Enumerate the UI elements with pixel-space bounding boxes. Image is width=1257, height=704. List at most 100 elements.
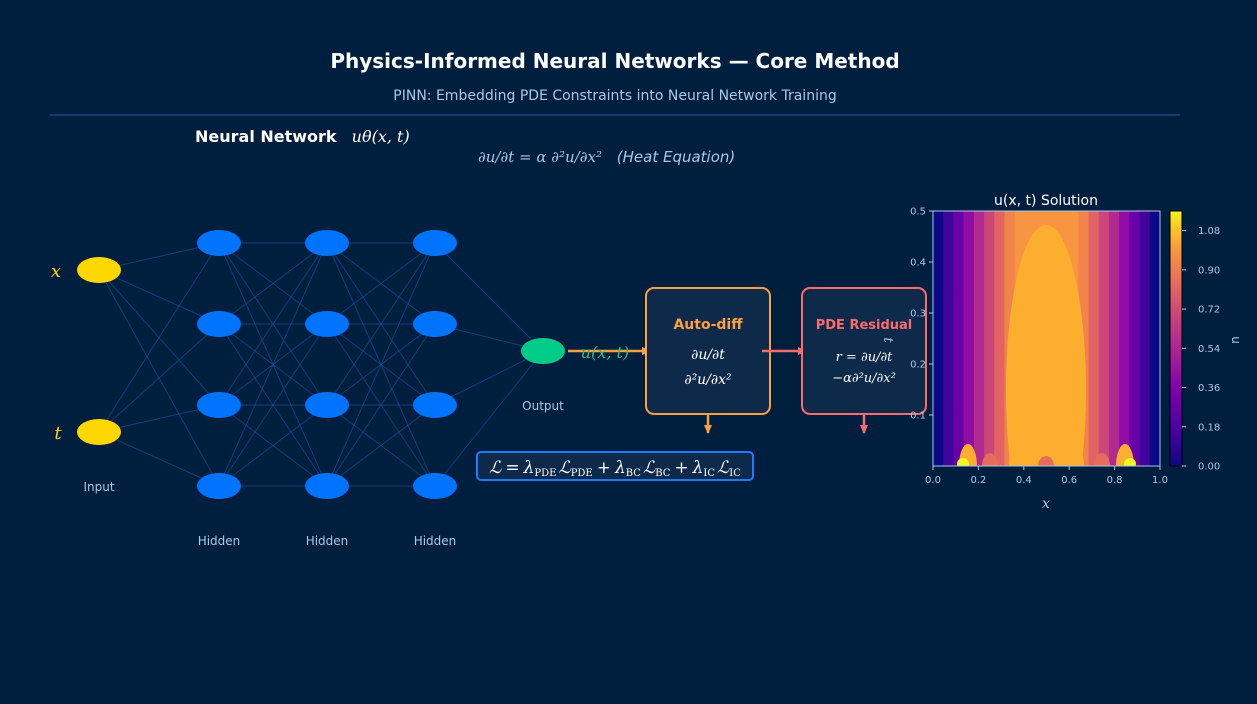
network-edge <box>98 269 220 325</box>
heatmap-peak <box>1006 225 1086 466</box>
pde-equation-name: (Heat Equation) <box>617 148 735 166</box>
output-caption: Output <box>522 399 564 413</box>
network-edge <box>326 242 436 487</box>
network-edge <box>434 350 544 406</box>
colorbar-tick-label: 0.00 <box>1198 462 1220 473</box>
heatmap-ripple <box>982 453 998 466</box>
network-edge <box>218 323 328 487</box>
colorbar-tick-label: 1.08 <box>1198 226 1220 237</box>
colorbar-tick-label: 0.18 <box>1198 422 1220 433</box>
pde-equation-formula: ∂u/∂t = α ∂²u/∂x² <box>478 148 602 166</box>
colorbar-tick-label: 0.90 <box>1198 265 1220 276</box>
network-edge <box>434 242 544 352</box>
autodiff-box: Auto-diff ∂u/∂t ∂²u/∂x² <box>645 287 771 415</box>
network-edge <box>326 242 436 325</box>
colorbar-label: u <box>1229 336 1243 344</box>
hidden-node <box>413 392 457 418</box>
network-label: Neural Network uθ(x, t) <box>195 127 410 146</box>
hidden-node <box>305 230 349 256</box>
y-tick-label: 0.1 <box>910 411 926 422</box>
heatmap-plot <box>933 211 1160 466</box>
hidden-node <box>413 473 457 499</box>
output-node <box>521 338 565 364</box>
heatmap-xlabel: x <box>1042 496 1050 512</box>
heatmap-ylabel: t <box>880 337 895 343</box>
residual-box: PDE Residual r = ∂u/∂t −α∂²u/∂x² <box>801 287 927 415</box>
x-tick-label: 1.0 <box>1152 475 1168 486</box>
network-label-math: uθ(x, t) <box>352 127 410 146</box>
autodiff-line-1: ∂u/∂t <box>691 347 725 363</box>
colorbar <box>1169 210 1183 467</box>
heatmap-title: u(x, t) Solution <box>994 193 1098 209</box>
heatmap-ripple <box>1124 458 1136 466</box>
heatmap-x-ticks: 0.0 0.2 0.4 0.6 0.8 1.0 <box>925 466 1168 486</box>
network-edge <box>218 242 328 325</box>
colorbar-tick-label: 0.54 <box>1198 344 1220 355</box>
y-tick-label: 0.3 <box>910 309 926 320</box>
heatmap-frame <box>932 210 1161 467</box>
colorbar-tick-label: 0.72 <box>1198 305 1220 316</box>
loss-box-frame <box>476 451 754 481</box>
x-tick-label: 0.8 <box>1107 475 1123 486</box>
hidden-layer-3 <box>413 230 457 499</box>
y-tick-label: 0.2 <box>910 360 926 371</box>
y-tick-label: 0.5 <box>910 207 926 218</box>
page-title: Physics-Informed Neural Networks — Core … <box>330 49 899 73</box>
heatmap-ripples <box>957 444 1136 466</box>
x-tick-label: 0.2 <box>970 475 986 486</box>
hidden-node <box>197 392 241 418</box>
network-edge <box>98 242 220 433</box>
colorbar-tick-label: 0.36 <box>1198 383 1220 394</box>
autodiff-line-2: ∂²u/∂x² <box>684 372 732 388</box>
pde-equation: ∂u/∂t = α ∂²u/∂x² (Heat Equation) <box>478 148 735 166</box>
residual-line-2: −α∂²u/∂x² <box>832 371 896 386</box>
input-label-x: x <box>51 261 61 282</box>
hidden-caption-1: Hidden <box>198 534 241 548</box>
heatmap-y-ticks: 0.1 0.2 0.3 0.4 0.5 <box>910 207 933 422</box>
hidden-node <box>413 311 457 337</box>
input-node-t <box>77 419 121 445</box>
heatmap-ripple <box>1009 444 1029 466</box>
heatmap-ripple <box>1064 444 1084 466</box>
network-label-text: Neural Network <box>195 127 337 146</box>
hidden-layer-2 <box>305 230 349 499</box>
residual-line-1: r = ∂u/∂t <box>836 350 894 365</box>
network-edge <box>326 242 436 406</box>
hidden-caption-3: Hidden <box>414 534 457 548</box>
input-label-t: t <box>54 423 62 444</box>
x-tick-label: 0.6 <box>1061 475 1077 486</box>
hidden-node <box>197 473 241 499</box>
input-caption: Input <box>83 480 114 494</box>
x-tick-label: 0.4 <box>1016 475 1032 486</box>
hidden-node <box>305 392 349 418</box>
heatmap-ripple <box>1094 453 1110 466</box>
hidden-layer-1 <box>197 230 241 499</box>
heatmap-ripple <box>1038 456 1054 466</box>
x-tick-label: 0.0 <box>925 475 941 486</box>
output-symbol: u(x, t) <box>581 343 629 362</box>
network-edges <box>98 242 544 487</box>
network-edge <box>218 404 328 487</box>
hidden-caption-2: Hidden <box>306 534 349 548</box>
network-edge <box>218 242 328 487</box>
hidden-node <box>305 473 349 499</box>
hidden-node <box>197 230 241 256</box>
page-subtitle: PINN: Embedding PDE Constraints into Neu… <box>393 88 836 104</box>
input-node-x <box>77 257 121 283</box>
hidden-node <box>305 311 349 337</box>
heatmap-ripple <box>957 458 969 466</box>
autodiff-title: Auto-diff <box>673 317 743 333</box>
network-edge <box>326 323 436 487</box>
residual-title: PDE Residual <box>816 318 913 333</box>
network-edge <box>434 350 544 487</box>
hidden-node <box>197 311 241 337</box>
hidden-node <box>413 230 457 256</box>
network-edge <box>326 404 436 487</box>
y-tick-label: 0.4 <box>910 258 926 269</box>
network-edge <box>98 323 220 433</box>
network-edge <box>98 431 220 487</box>
